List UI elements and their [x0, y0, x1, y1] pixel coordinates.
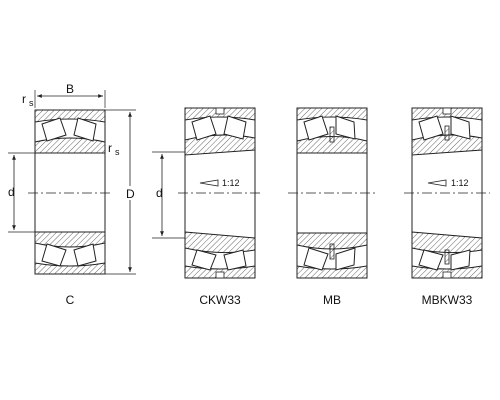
chamfer-sub-top: s [29, 98, 34, 108]
chamfer-sub-right: s [115, 147, 120, 157]
lube-groove-top-ckw33 [215, 107, 225, 115]
bearing-mb: MB [288, 107, 376, 307]
taper-label-ckw33: 1:12 [222, 178, 240, 188]
caption-c: C [66, 293, 75, 307]
lube-groove-bottom-mbkw33 [442, 271, 452, 279]
lube-groove-bottom-ckw33 [215, 271, 225, 279]
bearing-c: B r s r s d D C [8, 82, 138, 307]
top-section-ckw33 [184, 107, 256, 156]
dim-label-b: B [66, 82, 74, 96]
top-section-mbkw33 [411, 107, 483, 156]
bottom-section-ckw33 [184, 231, 256, 279]
chamfer-label-right: r [108, 141, 112, 155]
bottom-section-mbkw33 [411, 231, 483, 279]
bottom-section-c [34, 231, 106, 275]
dim-label-d-c: d [8, 185, 15, 199]
bottom-section-mb [296, 232, 368, 279]
dim-label-outer-d: D [126, 187, 135, 201]
bearing-ckw33: 1:12 d CKW33 [152, 107, 262, 307]
caption-ckw33: CKW33 [199, 293, 241, 307]
dim-label-d-ckw33: d [156, 186, 163, 200]
chamfer-label-top: r [22, 92, 26, 106]
bearing-mbkw33: 1:12 MBKW33 [404, 107, 490, 307]
taper-mark-ckw33 [199, 179, 219, 187]
taper-label-mbkw33: 1:12 [451, 178, 469, 188]
caption-mbkw33: MBKW33 [422, 293, 473, 307]
lube-groove-top-mbkw33 [442, 107, 452, 115]
caption-mb: MB [323, 293, 341, 307]
top-section-c [34, 109, 106, 154]
taper-mark-mbkw33 [427, 179, 447, 187]
top-section-mb [296, 107, 368, 154]
